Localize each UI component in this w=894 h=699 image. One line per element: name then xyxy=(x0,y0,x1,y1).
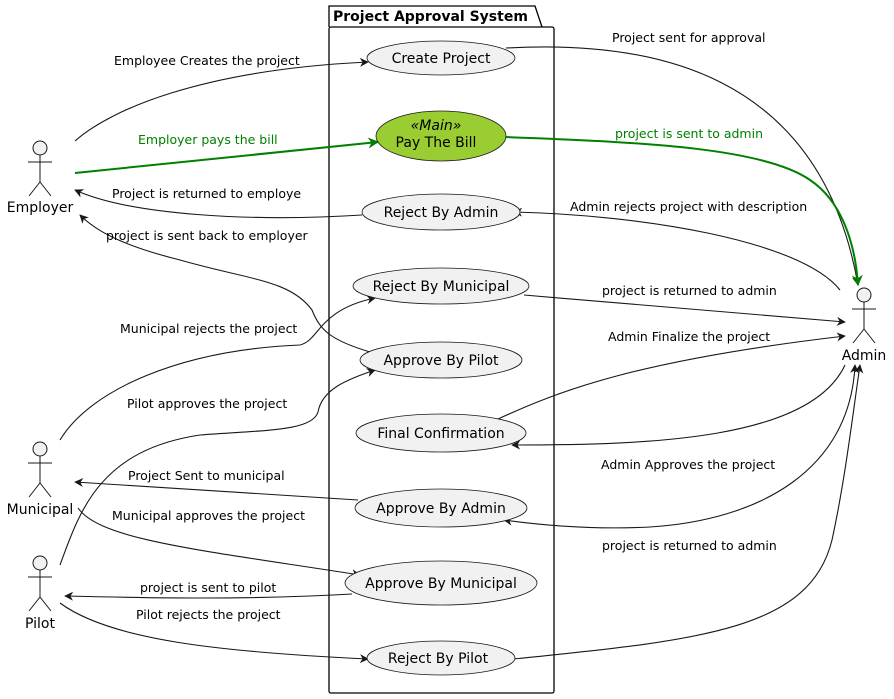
usecase-reject-by-admin-label: Reject By Admin xyxy=(384,205,499,221)
usecase-pay-the-bill: «Main» Pay The Bill xyxy=(375,110,507,162)
actors: Employer Municipal Pilot Admin xyxy=(7,140,887,632)
usecase-approve-by-pilot-label: Approve By Pilot xyxy=(383,353,499,369)
actor-employer-body xyxy=(28,155,52,197)
package-tab xyxy=(328,5,543,28)
actor-municipal-body xyxy=(28,456,52,498)
usecase-approve-by-municipal-label: Approve By Municipal xyxy=(365,576,517,592)
usecase-approve-by-admin: Approve By Admin xyxy=(354,488,528,528)
package-project-approval-system: Project Approval System xyxy=(328,5,555,694)
edge-municipal-approvemunicipal xyxy=(77,507,361,579)
edge-label-admin-finalize: Admin Finalize the project xyxy=(608,329,770,344)
edge-label-municipal-approves: Municipal approves the project xyxy=(112,508,305,523)
actor-pilot: Pilot xyxy=(25,555,55,632)
usecase-reject-by-municipal: Reject By Municipal xyxy=(352,267,530,305)
edge-pay-admin xyxy=(505,136,863,287)
edge-pilot-approvepilot xyxy=(59,368,376,566)
edge-create-admin xyxy=(505,46,862,286)
actor-municipal: Municipal xyxy=(7,441,74,518)
edge-label-municipal-rejects: Municipal rejects the project xyxy=(120,321,297,336)
usecase-reject-by-pilot: Reject By Pilot xyxy=(366,640,516,676)
edge-pilot-rejectpilot xyxy=(59,602,369,664)
actor-employer: Employer xyxy=(7,140,74,216)
edge-label-sent-to-admin: project is sent to admin xyxy=(615,126,763,141)
usecase-final-confirmation-label: Final Confirmation xyxy=(377,426,504,442)
actor-admin-head xyxy=(856,287,872,303)
edge-labels: Employee Creates the project Employer pa… xyxy=(106,30,807,622)
actor-admin-body xyxy=(852,302,876,344)
edge-label-pilot-rejects: Pilot rejects the project xyxy=(136,607,281,622)
usecases: Create Project «Main» Pay The Bill Rejec… xyxy=(344,40,538,676)
edge-rejectadmin-employer xyxy=(74,189,363,219)
actor-pilot-body xyxy=(28,570,52,612)
usecase-approve-by-municipal: Approve By Municipal xyxy=(344,560,538,606)
edges xyxy=(59,46,864,664)
edge-label-pilot-approves: Pilot approves the project xyxy=(127,396,287,411)
usecase-final-confirmation: Final Confirmation xyxy=(355,413,527,453)
edge-label-returned-to-admin-2: project is returned to admin xyxy=(602,538,777,553)
usecase-reject-by-admin: Reject By Admin xyxy=(361,193,521,231)
edge-employer-create xyxy=(74,57,369,142)
actor-admin: Admin xyxy=(842,287,887,364)
usecase-reject-by-pilot-label: Reject By Pilot xyxy=(388,651,489,667)
usecase-reject-by-municipal-label: Reject By Municipal xyxy=(373,279,510,295)
edge-admin-final xyxy=(511,364,846,450)
edge-label-sent-to-pilot: project is sent to pilot xyxy=(140,580,276,595)
actor-municipal-label: Municipal xyxy=(7,502,74,518)
actor-admin-label: Admin xyxy=(842,348,887,364)
actor-pilot-label: Pilot xyxy=(25,616,55,632)
usecase-approve-by-admin-label: Approve By Admin xyxy=(376,501,506,517)
edge-approveadmin-municipal xyxy=(74,478,359,501)
edge-final-admin xyxy=(495,332,846,421)
edge-label-returned-to-admin-1: project is returned to admin xyxy=(602,283,777,298)
edge-admin-approveadmin xyxy=(503,364,860,529)
edge-label-employer-pays: Employer pays the bill xyxy=(138,132,278,147)
usecase-approve-by-pilot: Approve By Pilot xyxy=(359,341,523,379)
edge-admin-rejectadmin xyxy=(513,207,841,291)
edge-label-returned-to-employe: Project is returned to employe xyxy=(112,186,301,201)
edge-approvepilot-employer xyxy=(79,214,371,353)
usecase-pay-the-bill-stereotype: «Main» xyxy=(411,118,462,134)
edge-municipal-rejectmunicipal xyxy=(59,295,376,441)
edge-rejectmunicipal-admin xyxy=(523,294,846,326)
actor-pilot-head xyxy=(32,555,48,571)
actor-municipal-head xyxy=(32,441,48,457)
edge-employer-pay xyxy=(74,137,380,174)
usecase-create-project-label: Create Project xyxy=(392,51,491,67)
package-frame xyxy=(328,26,555,694)
edge-label-sent-for-approval: Project sent for approval xyxy=(612,30,765,45)
edge-label-employee-creates: Employee Creates the project xyxy=(114,53,300,68)
edge-approvemunicipal-pilot xyxy=(64,591,353,601)
edge-label-admin-rejects: Admin rejects project with description xyxy=(570,199,807,214)
edge-label-sent-to-municipal: Project Sent to municipal xyxy=(128,468,285,483)
actor-employer-head xyxy=(32,140,48,156)
actor-employer-label: Employer xyxy=(7,200,74,216)
edge-rejectpilot-admin xyxy=(513,364,864,660)
edge-label-admin-approves: Admin Approves the project xyxy=(601,457,775,472)
usecase-create-project: Create Project xyxy=(366,40,516,76)
package-title: Project Approval System xyxy=(333,9,528,25)
usecase-pay-the-bill-label: Pay The Bill xyxy=(396,135,477,151)
edge-label-sent-back-to-employer: project is sent back to employer xyxy=(106,228,309,243)
